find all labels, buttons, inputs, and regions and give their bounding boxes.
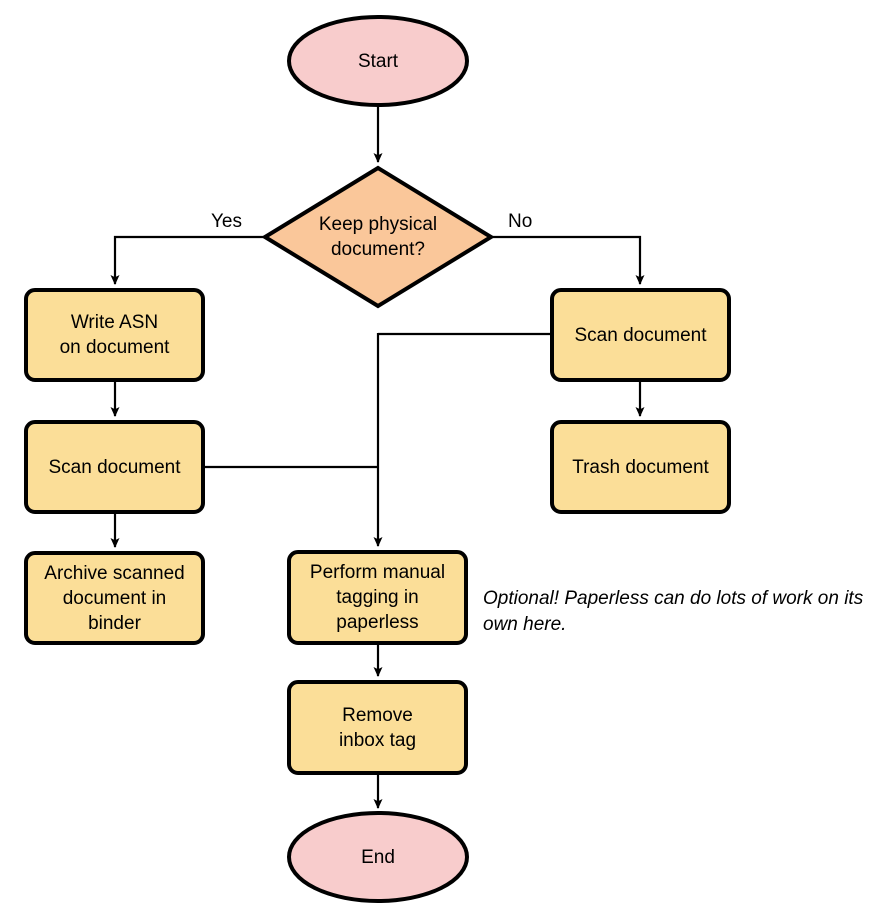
edge-decision-to-write-asn	[110, 235, 265, 285]
edge-label-yes: Yes	[211, 211, 242, 232]
node-scan-document-right[interactable]	[550, 288, 731, 382]
node-keep-physical-document[interactable]	[261, 165, 495, 309]
node-write-asn[interactable]	[24, 288, 205, 382]
node-manual-tagging[interactable]	[287, 550, 468, 645]
node-scan-document-left[interactable]	[24, 420, 205, 514]
edge-label-no: No	[508, 211, 533, 232]
edge-decision-to-scan-right	[491, 235, 645, 285]
node-end[interactable]	[287, 811, 469, 903]
optional-note-text: Optional! Paperless can do lots of work …	[483, 588, 864, 635]
node-archive-in-binder[interactable]	[24, 551, 205, 645]
node-start[interactable]	[287, 15, 469, 107]
node-trash-document[interactable]	[550, 420, 731, 514]
node-layer	[24, 15, 731, 903]
node-remove-inbox-tag[interactable]	[287, 680, 468, 775]
edge-layer	[110, 106, 645, 809]
